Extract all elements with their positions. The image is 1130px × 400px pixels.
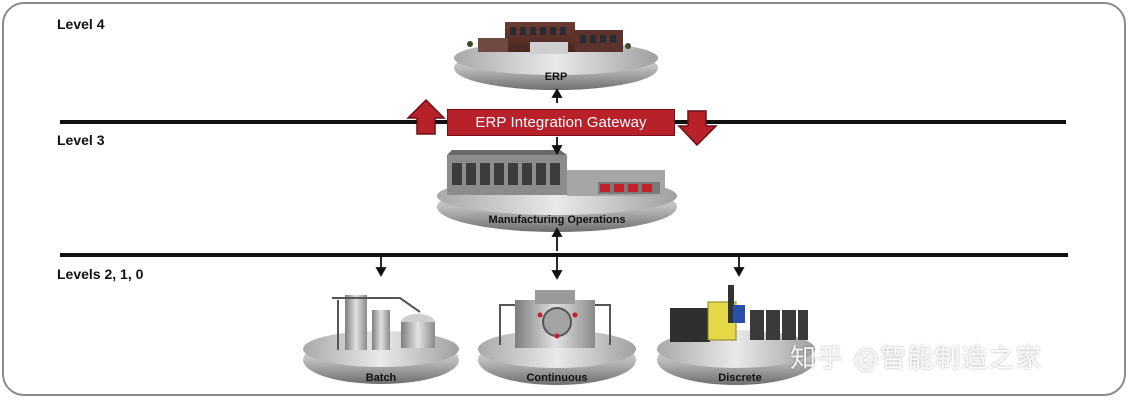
discrete-label: Discrete bbox=[718, 372, 762, 384]
continuous-platform bbox=[478, 290, 636, 385]
gateway-up-arrow bbox=[406, 98, 446, 135]
connectors bbox=[375, 88, 745, 280]
erp-integration-gateway: ERP Integration Gateway bbox=[447, 109, 675, 136]
batch-label: Batch bbox=[365, 372, 397, 384]
discrete-platform bbox=[657, 285, 815, 385]
continuous-label: Continuous bbox=[526, 372, 588, 384]
watermark-text: 知乎 @智能制造之家 bbox=[790, 344, 1043, 374]
level-line-bottom bbox=[60, 253, 1068, 257]
mes-platform bbox=[437, 150, 677, 232]
level-4-label: Level 4 bbox=[57, 16, 105, 32]
batch-platform bbox=[303, 295, 459, 384]
level-3-label: Level 3 bbox=[57, 132, 105, 148]
manufacturing-operations-label: Manufacturing Operations bbox=[488, 214, 626, 226]
diagram-frame bbox=[2, 2, 1126, 396]
erp-platform bbox=[454, 22, 658, 90]
erp-label: ERP bbox=[544, 71, 568, 83]
gateway-down-arrow bbox=[677, 110, 718, 147]
levels-210-label: Levels 2, 1, 0 bbox=[57, 266, 144, 282]
